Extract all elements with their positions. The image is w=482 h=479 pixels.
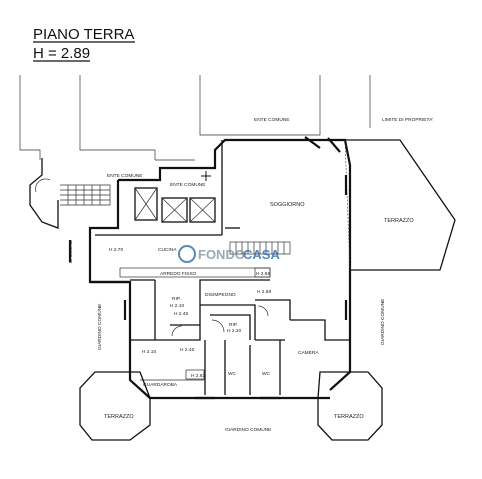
- label-h245-a: H 2.45: [174, 311, 188, 317]
- watermark-part2: CASA: [243, 247, 280, 262]
- label-camera: CAMERA: [298, 350, 319, 356]
- plan-height: H = 2.89: [33, 45, 90, 62]
- label-soggiorno: SOGGIORNO: [270, 202, 305, 208]
- watermark-logo-icon: [178, 245, 196, 263]
- label-h263: H 2.63: [191, 373, 205, 379]
- context-lines: [19, 75, 371, 161]
- label-limite-proprieta: LIMITE DI PROPRIETA': [382, 117, 433, 123]
- room-labels: ENTE COMUNE LIMITE DI PROPRIETA' ENTE CO…: [68, 117, 433, 433]
- label-h268-a: H 2.68: [256, 271, 270, 277]
- label-guardaroba: GUARDAROBA: [143, 382, 178, 388]
- label-giardino-bottom: GIARDINO COMUNE: [225, 427, 271, 433]
- north-mark: [201, 171, 211, 181]
- label-cucina: CUCINA: [158, 247, 177, 253]
- label-h210-a: H 2.10: [170, 303, 184, 309]
- label-terrazzo-br: TERRAZZO: [334, 414, 364, 420]
- label-disimpegno: DISIMPEGNO: [205, 292, 236, 298]
- label-giardino-right: GIARDINO COMUNE: [380, 299, 386, 345]
- watermark-part1: FONDO: [198, 247, 245, 262]
- stair-block: [29, 158, 111, 229]
- right-terrace: [344, 139, 456, 271]
- label-h210-b: H 2.10: [227, 328, 241, 334]
- label-h245-b: H 2.45: [180, 347, 194, 353]
- plan-title: PIANO TERRA: [33, 26, 134, 43]
- label-ente-comune-left: ENTE COMUNE: [107, 173, 142, 179]
- window-marks: [68, 136, 348, 400]
- label-arredo-fisso: ARREDO FISSO: [160, 271, 197, 277]
- label-terrazzo-right: TERRAZZO: [384, 218, 414, 224]
- fondocasa-watermark: FONDO CASA: [178, 245, 280, 263]
- label-terrazzo-bl: TERRAZZO: [104, 414, 134, 420]
- label-rip-1: RIP.: [172, 296, 181, 302]
- label-giardino-left: GIARDINO COMUNE: [97, 304, 103, 350]
- label-rip-2: RIP.: [229, 322, 238, 328]
- bottom-terraces: [79, 371, 383, 441]
- label-ente-comune-mid: ENTE COMUNE: [170, 182, 205, 188]
- label-ente-comune-top: ENTE COMUNE: [254, 117, 289, 123]
- label-h268-b: H 2.68: [257, 289, 271, 295]
- label-wc-1: WC: [228, 371, 237, 377]
- label-h210-c: H 2.10: [142, 349, 156, 355]
- label-wc-2: WC: [262, 371, 271, 377]
- label-h270: H 2.70: [109, 247, 123, 253]
- label-balcone: BALCONE: [68, 240, 74, 263]
- interior-walls: [95, 234, 350, 395]
- lift-shafts: [134, 187, 216, 223]
